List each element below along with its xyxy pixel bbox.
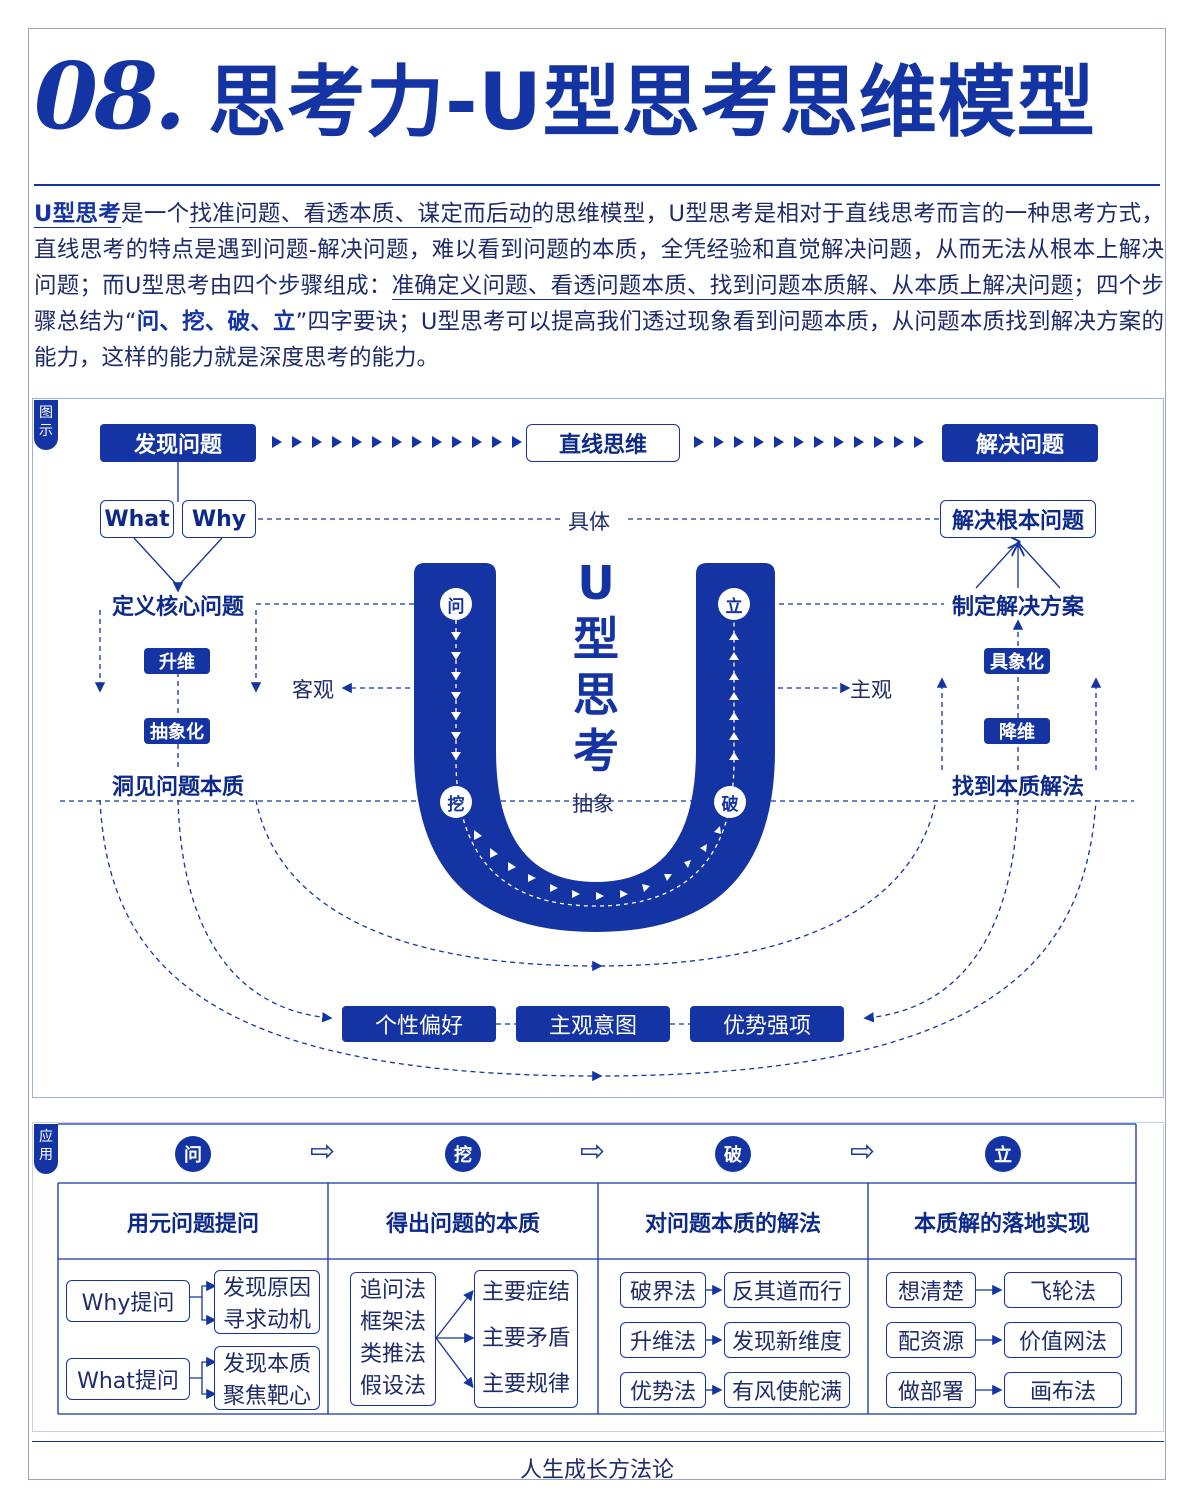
u-text-2: 型: [573, 612, 619, 666]
why-question-cell: Why提问: [66, 1280, 190, 1322]
what-results-cell: 发现本质 聚焦靶心: [214, 1346, 320, 1410]
concretize-tag: 具象化: [984, 648, 1050, 674]
col-header-1: 用元问题提问: [126, 1212, 259, 1237]
what-result-1: 发现本质: [222, 1352, 311, 1377]
solution-result-2: 发现新维度: [724, 1322, 850, 1358]
title-text: 思考力-U型思考思维模型: [208, 58, 1096, 148]
app-arrow-1: ⇨: [310, 1134, 336, 1169]
methods-cell: 追问法 框架法 类推法 假设法: [350, 1272, 436, 1406]
method-2: 框架法: [359, 1310, 426, 1335]
solve-root-box: 解决根本问题: [940, 500, 1096, 538]
abstract-label: 抽象: [572, 792, 614, 816]
diagram-panel: [32, 398, 1164, 1098]
intro-highlight-2: 准确定义问题、看透问题本质、找到问题本质解、从本质上解决问题: [391, 273, 1074, 300]
application-panel: [32, 1122, 1164, 1432]
landing-method-1: 飞轮法: [1004, 1272, 1122, 1308]
why-result-2: 寻求动机: [222, 1308, 311, 1333]
u-step-po: 破: [714, 786, 746, 818]
intro-highlight-1: 找准问题、看透本质、谋定而后动: [189, 201, 532, 228]
title-number: 08.: [34, 42, 186, 150]
u-step-wen: 问: [440, 588, 472, 620]
u-step-li: 立: [718, 588, 750, 620]
app-arrow-2: ⇨: [580, 1134, 606, 1169]
landing-step-2: 配资源: [886, 1322, 976, 1358]
app-step-wa: 挖: [445, 1136, 481, 1172]
method-3: 类推法: [359, 1342, 426, 1367]
find-solution-label: 找到本质解法: [951, 775, 1084, 800]
concrete-label: 具体: [568, 510, 610, 534]
essence-results-cell: 主要症结 主要矛盾 主要规律: [474, 1270, 578, 1408]
application-tag: 应用: [34, 1124, 58, 1174]
solution-result-3: 有风使舵满: [724, 1372, 850, 1408]
define-core-label: 定义核心问题: [111, 595, 244, 620]
linear-thinking-box: 直线思维: [526, 424, 680, 462]
intro-keywords: 问、挖、破、立: [136, 309, 296, 335]
u-shape: [414, 563, 775, 932]
what-box: What: [100, 500, 174, 538]
u-text-4: 考: [573, 724, 619, 778]
page-frame: [28, 28, 1166, 1480]
intro-text-4: ”四字要诀；U型思考可以提高我们透过现象看到问题本质，从问题本质找到解决方案的能…: [34, 309, 1164, 371]
why-results-cell: 发现原因 寻求动机: [214, 1270, 320, 1334]
landing-method-3: 画布法: [1004, 1372, 1122, 1408]
app-step-li: 立: [985, 1136, 1021, 1172]
preference-box: 个性偏好: [342, 1006, 496, 1042]
app-step-po: 破: [715, 1136, 751, 1172]
col-header-3: 对问题本质的解法: [644, 1212, 821, 1237]
make-plan-label: 制定解决方案: [951, 595, 1084, 620]
solve-problem-box: 解决问题: [942, 424, 1098, 462]
solution-method-2: 升维法: [620, 1322, 706, 1358]
insight-label: 洞见问题本质: [111, 775, 244, 800]
intro-text-2: 的思维模型，U型思考是相对于直线思考而言的一种思考方式，直线思考的特点是遇到问题…: [34, 201, 1164, 299]
intro-text-3: ；四个步骤总结为“: [34, 273, 1164, 335]
method-4: 假设法: [359, 1374, 426, 1399]
essence-result-2: 主要矛盾: [481, 1326, 570, 1351]
what-result-2: 聚焦靶心: [222, 1384, 311, 1409]
app-arrow-3: ⇨: [850, 1134, 876, 1169]
abstractize-tag: 抽象化: [144, 718, 210, 744]
solution-method-1: 破界法: [620, 1272, 706, 1308]
u-text-1: U: [577, 556, 615, 610]
why-box: Why: [182, 500, 256, 538]
landing-step-3: 做部署: [886, 1372, 976, 1408]
intro-paragraph: U型思考是一个找准问题、看透本质、谋定而后动的思维模型，U型思考是相对于直线思考…: [34, 196, 1164, 376]
diagram-tag: 图示: [34, 400, 58, 450]
objective-label: 客观: [292, 678, 334, 702]
u-step-wa: 挖: [440, 786, 472, 818]
intent-box: 主观意图: [516, 1006, 670, 1042]
essence-result-3: 主要规律: [481, 1372, 570, 1397]
app-step-wen: 问: [175, 1136, 211, 1172]
title-rule: [34, 184, 1160, 186]
linear-arrow-chain: [272, 436, 924, 448]
find-problem-box: 发现问题: [100, 424, 256, 462]
what-question-cell: What提问: [66, 1358, 190, 1400]
downgrade-tag: 降维: [984, 718, 1050, 744]
upgrade-tag: 升维: [144, 648, 210, 674]
footer-rule: [32, 1441, 1164, 1442]
essence-result-1: 主要症结: [481, 1280, 570, 1305]
landing-step-1: 想清楚: [886, 1272, 976, 1308]
col-header-2: 得出问题的本质: [385, 1212, 540, 1237]
method-1: 追问法: [359, 1278, 426, 1303]
solution-method-3: 优势法: [620, 1372, 706, 1408]
why-result-1: 发现原因: [222, 1276, 311, 1301]
intro-text-1: 是一个: [121, 201, 190, 227]
intro-term: U型思考: [34, 201, 122, 228]
page-title: 08. 思考力-U型思考思维模型: [34, 42, 1096, 150]
subjective-label: 主观: [850, 678, 892, 702]
strength-box: 优势强项: [690, 1006, 844, 1042]
u-text-3: 思: [573, 668, 619, 722]
col-header-4: 本质解的落地实现: [913, 1212, 1090, 1237]
footer-text: 人生成长方法论: [519, 1458, 674, 1483]
solution-result-1: 反其道而行: [724, 1272, 850, 1308]
landing-method-2: 价值网法: [1004, 1322, 1122, 1358]
